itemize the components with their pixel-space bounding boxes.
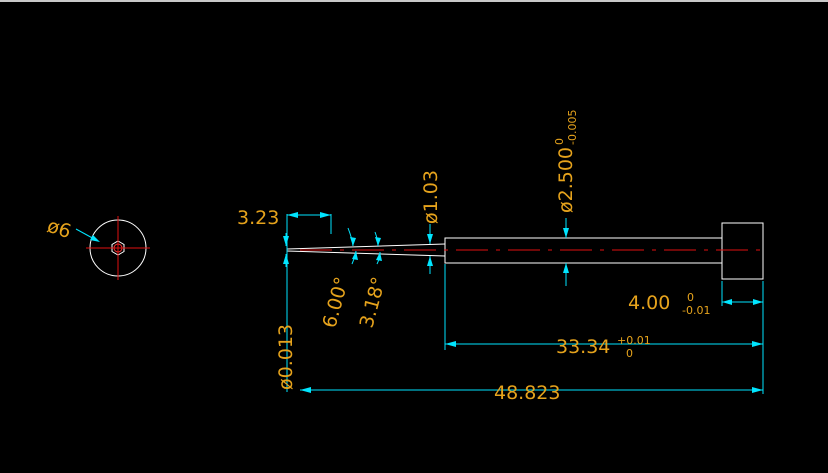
shank-diameter-label: ø2.500 bbox=[555, 147, 577, 213]
shank-diameter-tol-lower: -0.005 bbox=[566, 110, 579, 145]
shank-length-dimension: 33.34 +0.01 0 bbox=[556, 334, 651, 360]
end-view: ø6 bbox=[44, 215, 150, 280]
head-length-tol-upper: 0 bbox=[687, 291, 694, 304]
tip-lower-edge bbox=[286, 250, 446, 257]
shank-length-tol-lower: 0 bbox=[626, 347, 633, 360]
tip-length-label: 3.23 bbox=[237, 207, 279, 229]
shank-diameter-dimension: ø2.500 0 -0.005 bbox=[553, 110, 579, 213]
dimension-arrows bbox=[283, 212, 763, 393]
tip-upper-edge bbox=[286, 243, 446, 250]
taper-angle-2-label: 3.18° bbox=[356, 275, 391, 331]
end-view-diameter-label: ø6 bbox=[44, 215, 73, 243]
shank-diameter-tol-upper: 0 bbox=[553, 138, 566, 145]
shank-length-tol-upper: +0.01 bbox=[617, 334, 651, 347]
head bbox=[721, 222, 764, 280]
head-length-label: 4.00 bbox=[628, 292, 670, 314]
head-length-dimension: 4.00 0 -0.01 bbox=[628, 291, 710, 317]
head-length-tol-lower: -0.01 bbox=[682, 304, 710, 317]
pin-body bbox=[286, 222, 765, 280]
overall-length-label: 48.823 bbox=[494, 382, 560, 404]
taper-angle-1-label: 6.00° bbox=[319, 275, 354, 331]
tip-diameter-label: ø1.03 bbox=[420, 170, 442, 224]
point-diameter-label: ø0.013 bbox=[275, 324, 297, 390]
shank-length-label: 33.34 bbox=[556, 336, 610, 358]
end-view-leader-arrow bbox=[90, 235, 100, 242]
